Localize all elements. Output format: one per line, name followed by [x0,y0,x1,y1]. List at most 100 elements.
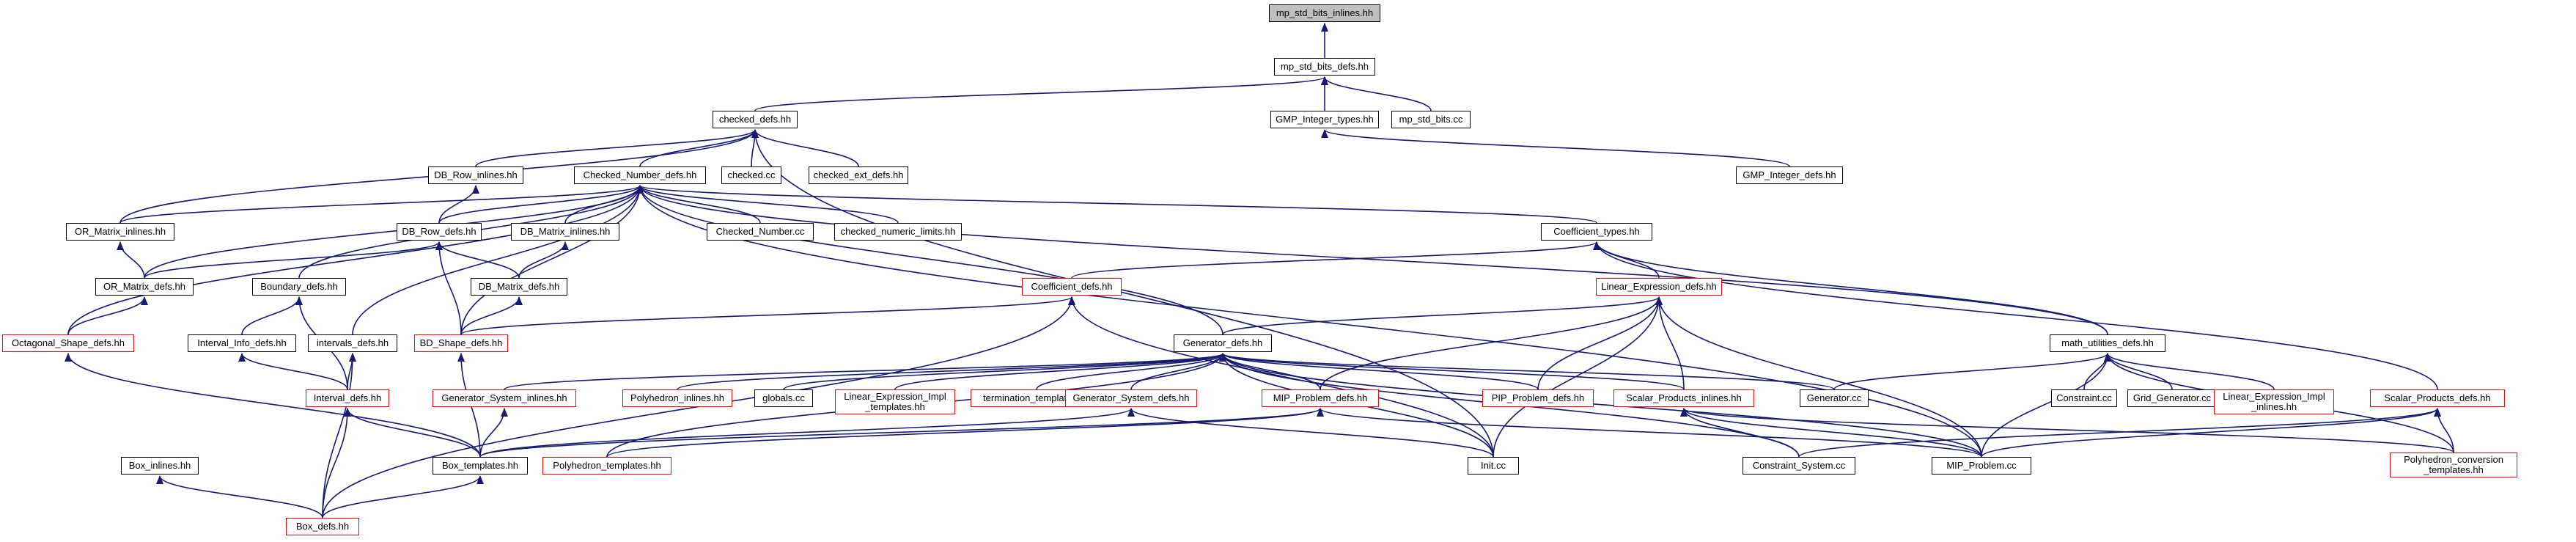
graph-node-octagonal-shape-defs[interactable]: Octagonal_Shape_defs.hh [2,334,134,352]
graph-node-db-row-inlines[interactable]: DB_Row_inlines.hh [428,166,523,184]
edge-db-row-defs-to-db-row-inlines [438,185,479,224]
graph-node-generator-system-inlines[interactable]: Generator_System_inlines.hh [433,389,576,407]
graph-node-intervals-defs[interactable]: intervals_defs.hh [308,334,397,352]
graph-node-mip-problem-cc[interactable]: MIP_Problem.cc [1932,457,2031,475]
graph-node-mp-std-bits-defs[interactable]: mp_std_bits_defs.hh [1274,58,1375,76]
edge-checked-cc-to-checked-defs [751,129,759,167]
graph-node-coefficient-defs[interactable]: Coefficient_defs.hh [1022,278,1122,296]
edge-checked-defs-to-mp-std-bits-defs [754,76,1328,111]
edge-generator-defs-to-linear-expression-defs [1222,296,1663,335]
graph-node-checked-numeric-limits[interactable]: checked_numeric_limits.hh [834,223,962,241]
edge-checked-number-defs-to-checked-defs [639,129,759,167]
edge-bd-shape-defs-to-db-matrix-defs [460,296,523,335]
edge-constraint-system-cc-to-scalar-products-defs [1798,408,2441,458]
graph-node-init-cc[interactable]: Init.cc [1468,457,1519,475]
graph-node-box-defs[interactable]: Box_defs.hh [286,518,359,535]
edge-mip-problem-defs-to-linear-expression-defs [1320,296,1663,390]
graph-node-linear-expression-defs[interactable]: Linear_Expression_defs.hh [1596,278,1722,296]
edge-math-utilities-defs-to-coefficient-types [1593,241,2108,335]
graph-node-polyhedron-conversion-templates[interactable]: Polyhedron_conversion _templates.hh [2390,453,2517,477]
edge-box-defs-to-box-templates [322,475,484,519]
edge-checked-numeric-limits-to-checked-number-defs [636,185,899,224]
edge-db-row-inlines-to-checked-defs [475,129,759,167]
graph-node-or-matrix-defs[interactable]: OR_Matrix_defs.hh [95,278,194,296]
graph-node-generator-defs[interactable]: Generator_defs.hh [1174,334,1272,352]
graph-node-box-templates[interactable]: Box_templates.hh [433,457,528,475]
graph-node-checked-number-cc[interactable]: Checked_Number.cc [707,223,814,241]
edge-box-templates-to-interval-defs [344,408,481,458]
edge-box-defs-to-coefficient-defs [322,296,1075,519]
edge-math-utilities-defs-to-checked-number-defs [636,185,2108,335]
edge-octagonal-shape-defs-to-or-matrix-defs [67,296,148,335]
edge-mip-problem-cc-to-math-utilities-defs [1981,353,2111,458]
graph-node-grid-generator-cc[interactable]: Grid_Generator.cc [2127,389,2217,407]
edge-generator-cc-to-generator-defs [1219,353,1835,390]
graph-node-constraint-system-cc[interactable]: Constraint_System.cc [1743,457,1855,475]
graph-node-linear-expression-impl-inlines[interactable]: Linear_Expression_Impl _inlines.hh [2214,389,2334,414]
graph-node-pip-problem-defs[interactable]: PIP_Problem_defs.hh [1482,389,1594,407]
graph-node-gmp-integer-defs[interactable]: GMP_Integer_defs.hh [1736,166,1843,184]
graph-node-checked-cc[interactable]: checked.cc [721,166,781,184]
edge-init-cc-to-checked-defs [751,129,1494,458]
edge-linear-expression-impl-inlines-to-math-utilities-defs [2104,353,2275,390]
graph-node-generator-system-defs[interactable]: Generator_System_defs.hh [1065,389,1197,407]
graph-node-bd-shape-defs[interactable]: BD_Shape_defs.hh [414,334,508,352]
graph-node-root: mp_std_bits_inlines.hh [1269,4,1380,22]
edge-linear-expression-impl-templates-to-generator-defs [894,353,1226,390]
edge-octagonal-shape-defs-to-checked-number-defs [67,185,644,335]
graph-node-constraint-cc[interactable]: Constraint.cc [2051,389,2117,407]
graph-node-checked-ext-defs[interactable]: checked_ext_defs.hh [809,166,908,184]
edge-db-matrix-inlines-to-checked-number-defs [564,185,644,224]
edge-box-templates-to-mip-problem-defs [479,408,1324,458]
edge-grid-generator-cc-to-math-utilities-defs [2104,353,2173,390]
edge-coefficient-types-to-checked-number-defs [636,185,1597,224]
edge-pip-problem-defs-to-generator-defs [1219,353,1539,390]
graph-node-db-matrix-inlines[interactable]: DB_Matrix_inlines.hh [511,223,619,241]
graph-node-polyhedron-inlines[interactable]: Polyhedron_inlines.hh [622,389,732,407]
edge-bd-shape-defs-to-coefficient-defs [460,296,1075,335]
edge-bd-shape-defs-to-db-row-defs [435,241,462,335]
graph-node-mip-problem-defs[interactable]: MIP_Problem_defs.hh [1262,389,1379,407]
graph-node-interval-info-defs[interactable]: Interval_Info_defs.hh [188,334,296,352]
edge-generator-system-defs-to-generator-defs [1130,353,1226,390]
graph-node-boundary-defs[interactable]: Boundary_defs.hh [252,278,346,296]
edge-globals-cc-to-generator-defs [783,353,1226,390]
graph-node-checked-defs[interactable]: checked_defs.hh [713,111,798,128]
edge-coefficient-defs-to-coefficient-types [1071,241,1600,279]
graph-node-checked-number-defs[interactable]: Checked_Number_defs.hh [574,166,706,184]
graph-node-db-matrix-defs[interactable]: DB_Matrix_defs.hh [471,278,567,296]
edge-mip-problem-cc-to-linear-expression-defs [1655,296,1982,458]
edge-intervals-defs-to-checked-number-defs [352,185,644,335]
edge-polyhedron-templates-to-mip-problem-defs [606,408,1324,458]
graph-node-generator-cc[interactable]: Generator.cc [1800,389,1869,407]
edge-bd-shape-defs-to-checked-number-defs [460,185,644,335]
edge-mip-problem-defs-to-generator-defs [1219,353,1321,390]
graph-node-scalar-products-inlines[interactable]: Scalar_Products_inlines.hh [1613,389,1754,407]
graph-node-interval-defs[interactable]: Interval_defs.hh [306,389,389,407]
graph-node-gmp-integer-types[interactable]: GMP_Integer_types.hh [1270,111,1379,128]
graph-node-polyhedron-templates[interactable]: Polyhedron_templates.hh [542,457,671,475]
edge-constraint-system-cc-to-scalar-products-inlines [1680,408,1800,458]
graph-node-linear-expression-impl-templates[interactable]: Linear_Expression_Impl _templates.hh [835,389,955,414]
edge-mip-problem-cc-to-scalar-products-inlines [1680,408,1982,458]
edge-mip-problem-cc-to-generator-defs [1219,353,1982,458]
graph-node-db-row-defs[interactable]: DB_Row_defs.hh [397,223,482,241]
graph-node-coefficient-types[interactable]: Coefficient_types.hh [1541,223,1652,241]
graph-node-or-matrix-inlines[interactable]: OR_Matrix_inlines.hh [66,223,174,241]
edge-box-templates-to-octagonal-shape-defs [65,353,481,458]
edge-generator-system-inlines-to-generator-defs [504,353,1226,390]
edge-generator-cc-to-math-utilities-defs [1833,353,2111,390]
graph-node-box-inlines[interactable]: Box_inlines.hh [121,457,199,475]
graph-node-math-utilities-defs[interactable]: math_utilities_defs.hh [2050,334,2165,352]
edge-scalar-products-inlines-to-generator-defs [1219,353,1685,390]
edge-checked-number-cc-to-checked-number-defs [636,185,761,224]
graph-node-mp-std-bits-cc[interactable]: mp_std_bits.cc [1391,111,1471,128]
edge-checked-ext-defs-to-checked-defs [751,129,859,167]
graph-node-scalar-products-defs[interactable]: Scalar_Products_defs.hh [2370,389,2505,407]
edge-box-defs-to-box-inlines [156,475,323,519]
edge-polyhedron-inlines-to-generator-defs [677,353,1226,390]
edge-box-defs-to-interval-defs [322,408,351,519]
edge-or-matrix-defs-to-or-matrix-inlines [117,241,145,279]
edge-db-matrix-defs-to-db-matrix-inlines [518,241,569,279]
graph-node-globals-cc[interactable]: globals.cc [754,389,813,407]
